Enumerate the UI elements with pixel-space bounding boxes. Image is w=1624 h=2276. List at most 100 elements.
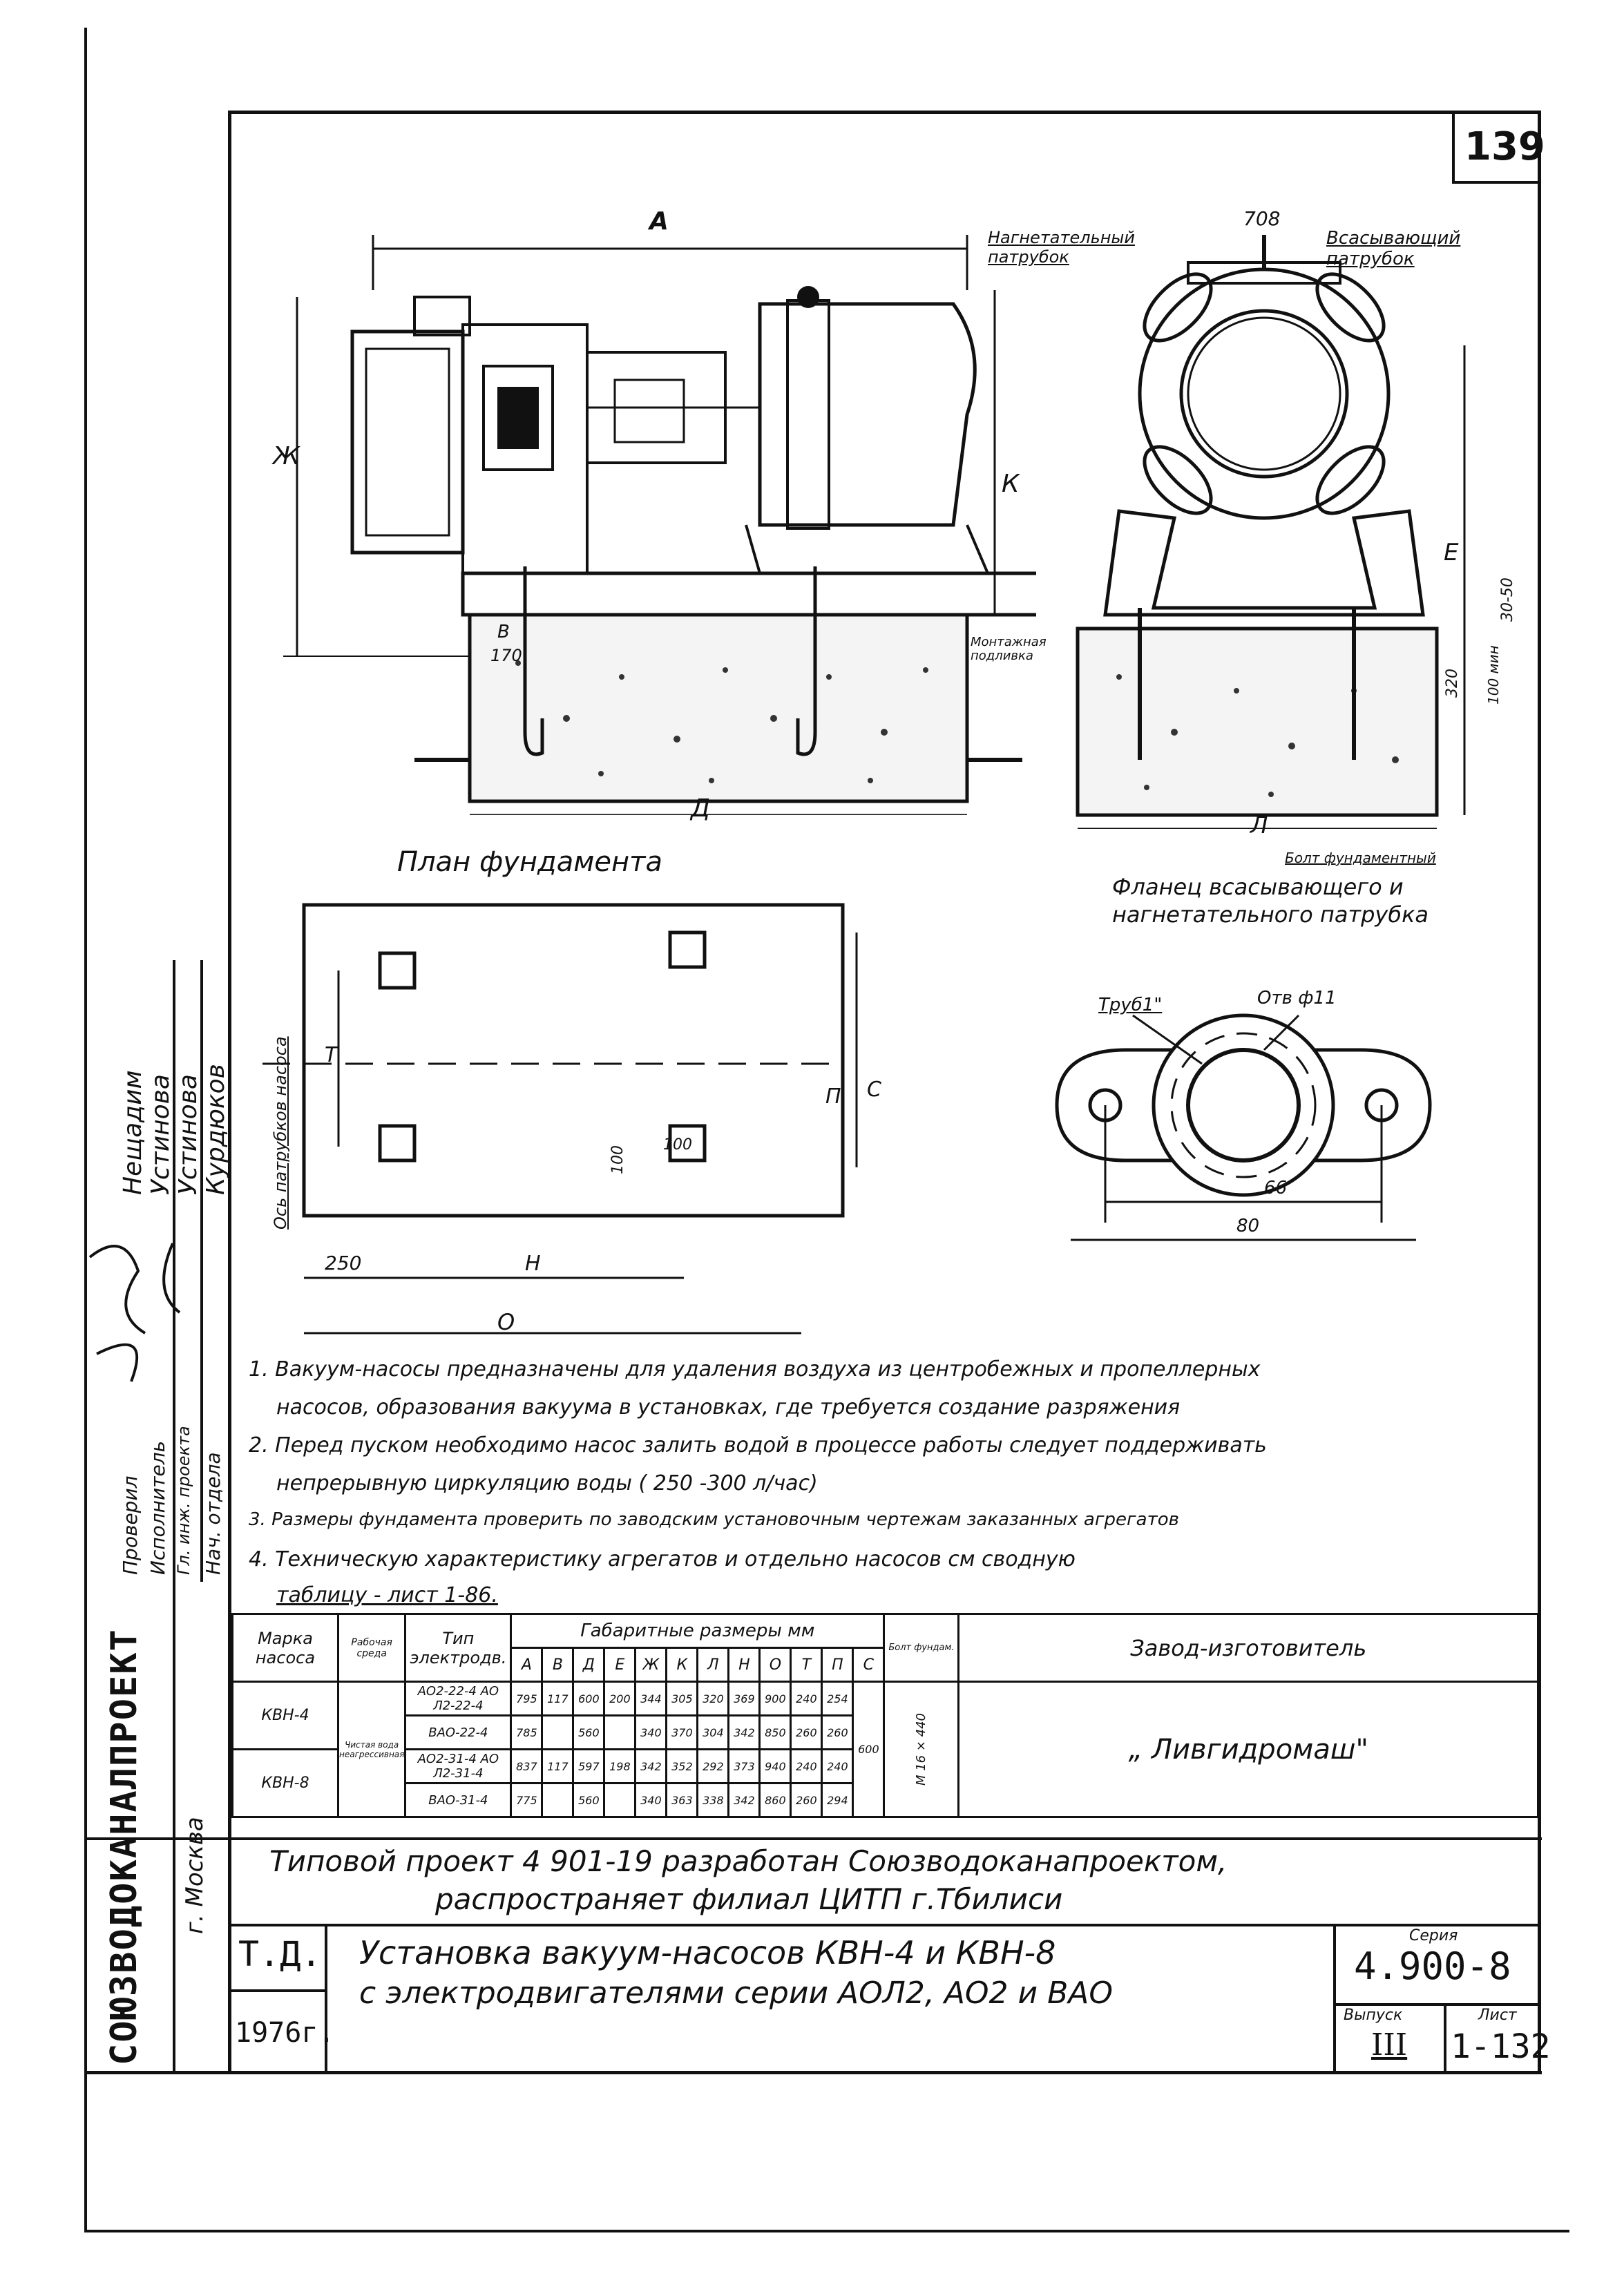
dim-a-label: А xyxy=(649,207,669,236)
sheet-number-box xyxy=(1452,112,1540,184)
dim-t-label: Т xyxy=(325,1043,338,1067)
spec-table: Марка насоса Рабочая среда Тип электродв… xyxy=(231,1613,1539,1818)
h-type: Тип электродв. xyxy=(404,1613,513,1683)
cell: 294 xyxy=(821,1782,854,1818)
series-label: Серия xyxy=(1409,1927,1458,1944)
note-line: 2. Перед пуском необходимо насос залить … xyxy=(249,1433,1267,1457)
dim-250-label: 250 xyxy=(325,1252,362,1274)
col-k: К xyxy=(665,1647,699,1683)
cell: 260 xyxy=(790,1714,823,1750)
cell: 363 xyxy=(665,1782,699,1818)
cell-type: ВАО-31-4 xyxy=(404,1782,513,1818)
sheet-number: 139 xyxy=(1464,124,1545,169)
inner-border-bottom xyxy=(84,2071,1542,2074)
org-name: СОЮЗВОДОКАНАЛПРОЕКТ xyxy=(104,1628,145,2065)
flange-title-2: нагнетательного патрубка xyxy=(1112,901,1429,928)
flange-drawing xyxy=(1055,1013,1432,1241)
plan-title: План фундамента xyxy=(397,846,662,878)
cell: 344 xyxy=(634,1681,668,1716)
axis-label: Ось патрубков насоса xyxy=(271,1036,290,1230)
signature-role: Проверил xyxy=(119,1475,142,1575)
col-t: Т xyxy=(790,1647,823,1683)
cell-bolt: М 16 × 440 xyxy=(883,1681,960,1818)
col-p: П xyxy=(821,1647,854,1683)
dim-zh-label: Ж xyxy=(273,442,300,470)
dim-p-label: П xyxy=(825,1084,841,1109)
cell: 560 xyxy=(572,1714,606,1750)
inner-border-right xyxy=(1538,111,1541,2072)
col-h: Н xyxy=(727,1647,761,1683)
series-value: 4.900-8 xyxy=(1354,1944,1511,1988)
dim-h-label: Н xyxy=(525,1252,541,1276)
cell: 837 xyxy=(510,1748,544,1784)
front-view-drawing xyxy=(1076,235,1466,829)
cell: 240 xyxy=(790,1748,823,1784)
cell-mark: КВН-8 xyxy=(231,1748,339,1818)
signature-role: Нач. отдела xyxy=(202,1452,225,1575)
cell-type: ВАО-22-4 xyxy=(404,1714,513,1750)
cell xyxy=(541,1714,575,1750)
dim-80-label: 80 xyxy=(1236,1216,1260,1236)
dim-3050-label: 30-50 xyxy=(1499,577,1516,622)
h-bolt: Болт фундам. xyxy=(883,1613,960,1683)
cell xyxy=(603,1714,637,1750)
hole-label: Отв ф11 xyxy=(1257,988,1337,1008)
cell: 373 xyxy=(727,1748,761,1784)
foundation-plan xyxy=(262,903,858,1335)
title-block-top-line xyxy=(84,1837,1542,1840)
cell: 860 xyxy=(758,1782,792,1818)
typical-project-line-1: Типовой проект 4 901-19 разработан Союзв… xyxy=(269,1844,1227,1878)
note-line: таблицу - лист 1-86. xyxy=(276,1583,498,1607)
dim-320-label: 320 xyxy=(1444,669,1461,698)
typical-project-line-2: распространяет филиал ЦИТП г.Тбилиси xyxy=(435,1882,1063,1916)
signature-strip xyxy=(173,960,231,1582)
note-line: непрерывную циркуляцию воды ( 250 -300 л… xyxy=(276,1471,818,1495)
cell: 260 xyxy=(821,1714,854,1750)
signature-strip-divider xyxy=(200,960,203,1582)
dim-e-label: Е xyxy=(1444,539,1459,566)
col-e: Е xyxy=(603,1647,637,1683)
outer-border-bottom xyxy=(84,2230,1569,2232)
dim-b-label: В xyxy=(497,622,510,642)
signature-name: Курдюков xyxy=(202,1064,230,1195)
cell: 200 xyxy=(603,1681,637,1716)
cell-mark: КВН-4 xyxy=(231,1681,339,1750)
note-line: 1. Вакуум-насосы предназначены для удале… xyxy=(249,1357,1261,1381)
signature-role: Исполнитель xyxy=(146,1440,169,1575)
td-box-divider xyxy=(325,1924,327,2072)
signature-role: Гл. инж. проекта xyxy=(174,1426,193,1575)
cell-type: АО2-22-4 АО Л2-22-4 xyxy=(404,1681,513,1716)
h-work: Рабочая среда xyxy=(336,1613,407,1683)
dim-170-label: 170 xyxy=(490,646,522,665)
side-view-drawing xyxy=(283,235,1036,815)
dim-708-label: 708 xyxy=(1243,207,1281,230)
cell: 340 xyxy=(634,1714,668,1750)
sheet-value: 1-132 xyxy=(1451,2027,1551,2066)
flange-title-1: Фланец всасывающего и xyxy=(1112,874,1404,900)
suction-pipe-label: Всасывающий патрубок xyxy=(1326,228,1461,269)
note-line: насосов, образования вакуума в установка… xyxy=(276,1395,1181,1419)
cell: 260 xyxy=(790,1782,823,1818)
main-title-line-1: Установка вакуум-насосов КВН-4 и КВН-8 xyxy=(359,1934,1056,1971)
dim-l-label: Л xyxy=(1250,812,1268,839)
cell: 292 xyxy=(696,1748,730,1784)
dim-k-label: К xyxy=(1002,470,1020,498)
cell: 342 xyxy=(727,1714,761,1750)
td-label: Т.Д. xyxy=(238,1934,322,1974)
cell: 785 xyxy=(510,1714,544,1750)
cell: 240 xyxy=(790,1681,823,1716)
outer-border-left xyxy=(84,28,87,2231)
issue-value: III xyxy=(1371,2027,1408,2063)
cell: 254 xyxy=(821,1681,854,1716)
issue-label: Выпуск xyxy=(1344,2007,1403,2024)
td-box-mid xyxy=(231,1989,325,1992)
cell: 600 xyxy=(572,1681,606,1716)
cell-type: АО2-31-4 АО Л2-31-4 xyxy=(404,1748,513,1784)
cell: 117 xyxy=(541,1681,575,1716)
col-d: Д xyxy=(572,1647,606,1683)
col-zh: Ж xyxy=(634,1647,668,1683)
signature-name: Устинова xyxy=(174,1074,202,1195)
dim-d-label: Д xyxy=(691,794,711,823)
h-mark: Марка насоса xyxy=(231,1613,339,1683)
signature-name: Устинова xyxy=(146,1074,175,1195)
